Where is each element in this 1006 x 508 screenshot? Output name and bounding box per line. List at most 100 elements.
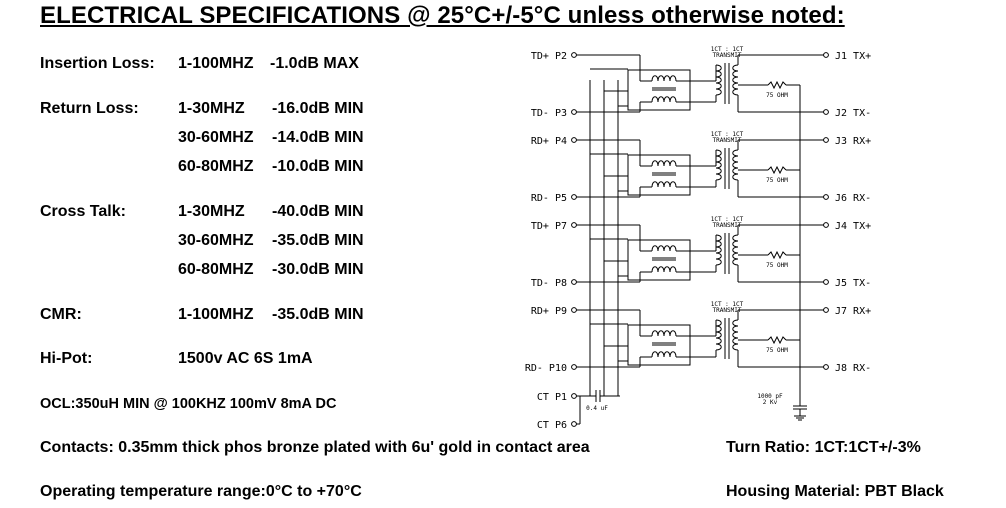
cross-talk-range: 1-30MHZ bbox=[178, 203, 245, 220]
right-pin-terminal bbox=[823, 137, 829, 143]
left-pin-terminal bbox=[571, 364, 577, 370]
left-pin-terminal bbox=[571, 137, 577, 143]
resistor-symbol bbox=[767, 80, 787, 90]
resistor-label: 75 OHM bbox=[766, 347, 788, 354]
transformer-coil bbox=[732, 234, 739, 266]
transformer-type-label: TRANSMIT bbox=[713, 222, 742, 229]
transformer-coil bbox=[732, 149, 739, 181]
right-pin-terminal bbox=[823, 279, 829, 285]
right-pin-label: J2 TX- bbox=[835, 108, 871, 119]
resistor-symbol bbox=[767, 250, 787, 260]
left-pin-label: RD- P10 bbox=[525, 363, 567, 374]
transformer-coil bbox=[715, 149, 722, 181]
right-pin-label: J1 TX+ bbox=[835, 51, 871, 62]
transformer-type-label: TRANSMIT bbox=[713, 307, 742, 314]
right-pin-label: J5 TX- bbox=[835, 278, 871, 289]
choke-coil bbox=[651, 245, 677, 252]
cross-talk-range: 60-80MHZ bbox=[178, 261, 254, 278]
cross-talk-range: 30-60MHZ bbox=[178, 232, 254, 249]
insertion-loss-value: -1.0dB MAX bbox=[270, 55, 359, 72]
left-pin-label: TD- P3 bbox=[531, 108, 567, 119]
capacitor-label: 0.4 uF bbox=[586, 405, 608, 412]
left-pin-label: TD+ P7 bbox=[531, 221, 567, 232]
resistor-symbol bbox=[767, 335, 787, 345]
capacitor-value-label: 1000 pF bbox=[757, 393, 783, 400]
choke-coil bbox=[651, 181, 677, 188]
left-pin-terminal bbox=[571, 222, 577, 228]
right-pin-terminal bbox=[823, 109, 829, 115]
cmr-range: 1-100MHZ bbox=[178, 306, 254, 323]
cmr-label: CMR: bbox=[40, 306, 82, 323]
housing-material-spec: Housing Material: PBT Black bbox=[726, 483, 944, 500]
left-pin-terminal bbox=[571, 109, 577, 115]
transformer-coil bbox=[732, 64, 739, 96]
cmr-value: -35.0dB MIN bbox=[272, 306, 364, 323]
choke-coil bbox=[651, 330, 677, 337]
cross-talk-value: -40.0dB MIN bbox=[272, 203, 364, 220]
choke-outline bbox=[627, 154, 691, 196]
return-loss-range: 1-30MHZ bbox=[178, 100, 245, 117]
choke-coil bbox=[651, 266, 677, 273]
cross-talk-value: -35.0dB MIN bbox=[272, 232, 364, 249]
page-title: ELECTRICAL SPECIFICATIONS @ 25°C+/-5°C u… bbox=[40, 2, 845, 29]
insertion-loss-label: Insertion Loss: bbox=[40, 55, 155, 72]
turn-ratio-spec: Turn Ratio: 1CT:1CT+/-3% bbox=[726, 439, 921, 456]
ocl-spec: OCL:350uH MIN @ 100KHZ 100mV 8mA DC bbox=[40, 396, 337, 412]
return-loss-label: Return Loss: bbox=[40, 100, 139, 117]
right-pin-label: J8 RX- bbox=[835, 363, 871, 374]
transformer-ratio-label: 1CT : 1CT bbox=[711, 216, 744, 223]
left-pin-terminal bbox=[571, 393, 577, 399]
transformer-coil bbox=[715, 319, 722, 351]
left-pin-label: CT P6 bbox=[537, 420, 567, 431]
return-loss-value: -10.0dB MIN bbox=[272, 158, 364, 175]
left-pin-terminal bbox=[571, 307, 577, 313]
left-pin-label: CT P1 bbox=[537, 392, 567, 403]
transformer-ratio-label: 1CT : 1CT bbox=[711, 46, 744, 53]
left-pin-label: RD- P5 bbox=[531, 193, 567, 204]
left-pin-terminal bbox=[571, 194, 577, 200]
resistor-label: 75 OHM bbox=[766, 177, 788, 184]
return-loss-range: 60-80MHZ bbox=[178, 158, 254, 175]
transformer-ratio-label: 1CT : 1CT bbox=[711, 131, 744, 138]
cross-talk-value: -30.0dB MIN bbox=[272, 261, 364, 278]
left-pin-label: RD+ P4 bbox=[531, 136, 567, 147]
right-pin-terminal bbox=[823, 194, 829, 200]
return-loss-value: -16.0dB MIN bbox=[272, 100, 364, 117]
choke-outline bbox=[627, 324, 691, 366]
choke-coil bbox=[651, 96, 677, 103]
left-pin-terminal bbox=[571, 421, 577, 427]
right-pin-terminal bbox=[823, 307, 829, 313]
choke-outline bbox=[627, 69, 691, 111]
transformer-type-label: TRANSMIT bbox=[713, 52, 742, 59]
choke-coil bbox=[651, 351, 677, 358]
right-pin-label: J7 RX+ bbox=[835, 306, 871, 317]
left-pin-terminal bbox=[571, 52, 577, 58]
resistor-symbol bbox=[767, 165, 787, 175]
choke-coil bbox=[651, 75, 677, 82]
resistor-label: 75 OHM bbox=[766, 262, 788, 269]
left-pin-label: RD+ P9 bbox=[531, 306, 567, 317]
right-pin-terminal bbox=[823, 52, 829, 58]
left-pin-terminal bbox=[571, 279, 577, 285]
left-pin-label: TD- P8 bbox=[531, 278, 567, 289]
transformer-type-label: TRANSMIT bbox=[713, 137, 742, 144]
capacitor-voltage-label: 2 Kv bbox=[763, 399, 778, 406]
return-loss-range: 30-60MHZ bbox=[178, 129, 254, 146]
right-pin-terminal bbox=[823, 222, 829, 228]
left-pin-label: TD+ P2 bbox=[531, 51, 567, 62]
transformer-coil bbox=[732, 319, 739, 351]
hipot-value: 1500v AC 6S 1mA bbox=[178, 350, 313, 367]
operating-temp-spec: Operating temperature range:0°C to +70°C bbox=[40, 483, 362, 500]
right-pin-label: J4 TX+ bbox=[835, 221, 871, 232]
choke-coil bbox=[651, 160, 677, 167]
transformer-ratio-label: 1CT : 1CT bbox=[711, 301, 744, 308]
choke-outline bbox=[627, 239, 691, 281]
cross-talk-label: Cross Talk: bbox=[40, 203, 126, 220]
resistor-label: 75 OHM bbox=[766, 92, 788, 99]
hipot-label: Hi-Pot: bbox=[40, 350, 93, 367]
right-pin-label: J3 RX+ bbox=[835, 136, 871, 147]
transformer-coil bbox=[715, 234, 722, 266]
right-pin-terminal bbox=[823, 364, 829, 370]
